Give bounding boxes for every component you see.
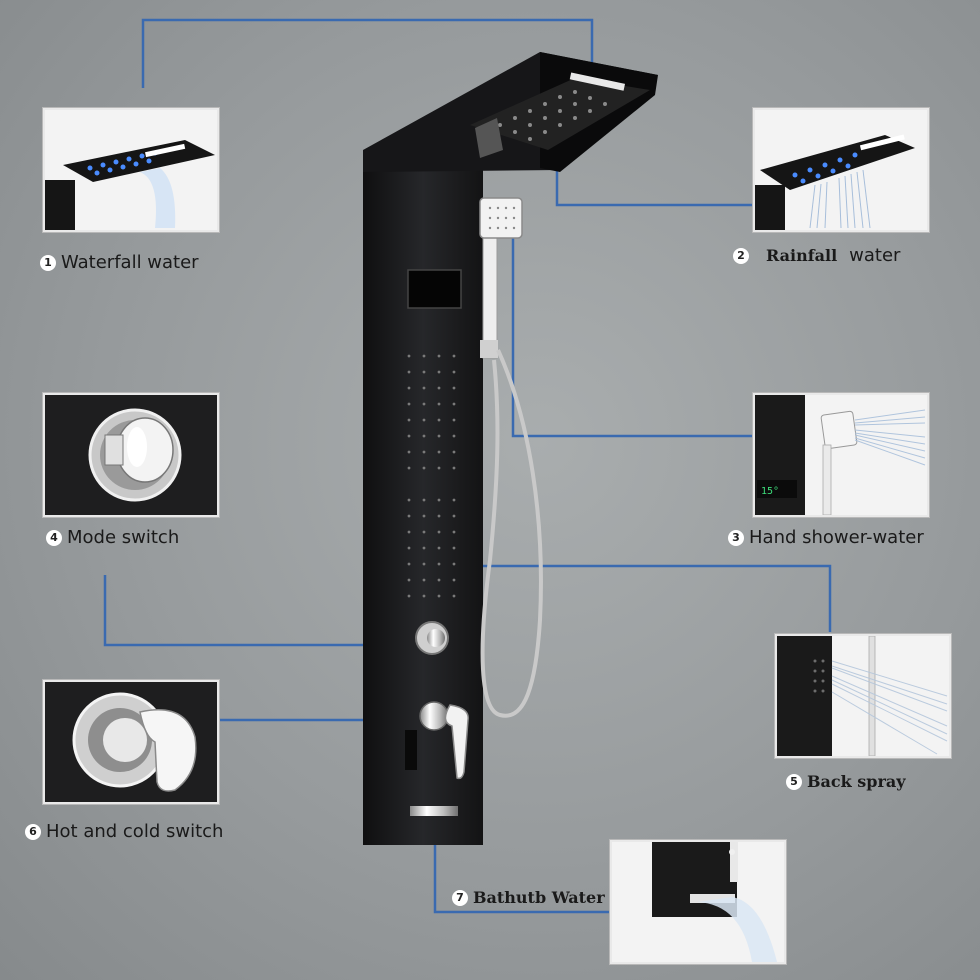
- thumbnail-waterfall: [43, 108, 219, 232]
- thumbnail-rainfall: [753, 108, 929, 232]
- feature-number-badge: 3: [728, 529, 744, 546]
- feature-number-badge: 7: [452, 889, 468, 906]
- feature-name: Waterfall water: [61, 252, 199, 273]
- feature-name-part-a: Rainfall: [766, 246, 838, 265]
- feature-name: Bathutb Water: [473, 888, 605, 907]
- leader-line-bathtub: [433, 818, 610, 914]
- feature-label-mode-switch: 4 Mode switch: [46, 527, 179, 548]
- feature-number-badge: 1: [40, 254, 56, 271]
- feature-label-hot-cold-switch: 6 Hot and cold switch: [25, 821, 223, 842]
- feature-label-rainfall: 2 Rainfall water: [733, 245, 900, 266]
- feature-number-badge: 4: [46, 529, 62, 546]
- svg-text:15°: 15°: [761, 486, 779, 497]
- leader-line-mode-switch: [103, 575, 420, 647]
- feature-name: Hand shower-water: [749, 527, 924, 548]
- body-jets-lower: [405, 488, 467, 598]
- thumbnail-hot-cold-switch: [43, 680, 219, 804]
- feature-name: Back spray: [807, 772, 906, 791]
- thumbnail-mode-switch: [43, 393, 219, 517]
- feature-label-bathtub-water: 7 Bathutb Water: [452, 888, 605, 907]
- feature-number-badge: 5: [786, 773, 802, 790]
- leader-line-hand-shower: [511, 235, 752, 438]
- feature-name: Mode switch: [67, 527, 180, 548]
- feature-label-waterfall: 1 Waterfall water: [40, 252, 199, 273]
- feature-number-badge: 6: [25, 823, 41, 840]
- hand-shower-hose: [480, 349, 543, 718]
- tub-spout: [410, 806, 458, 816]
- thumbnail-hand-shower: 15°: [753, 393, 929, 517]
- feature-name-part-b: water: [849, 245, 901, 266]
- hand-shower-head: [479, 197, 523, 239]
- temperature-display: [407, 269, 462, 309]
- thumbnail-bathtub-water: [610, 840, 786, 964]
- leader-line-back-spray: [452, 564, 832, 632]
- feature-number-badge: 2: [733, 247, 749, 264]
- hot-cold-lever-base: [419, 701, 449, 731]
- feature-name: Hot and cold switch: [46, 821, 224, 842]
- body-jets-upper: [405, 350, 467, 470]
- feature-label-back-spray: 5 Back spray: [786, 772, 906, 791]
- thumbnail-back-spray: [775, 634, 951, 758]
- feature-label-hand-shower: 3 Hand shower-water: [728, 527, 924, 548]
- hot-cold-lever-handle: [444, 704, 469, 780]
- leader-line-waterfall: [141, 18, 594, 88]
